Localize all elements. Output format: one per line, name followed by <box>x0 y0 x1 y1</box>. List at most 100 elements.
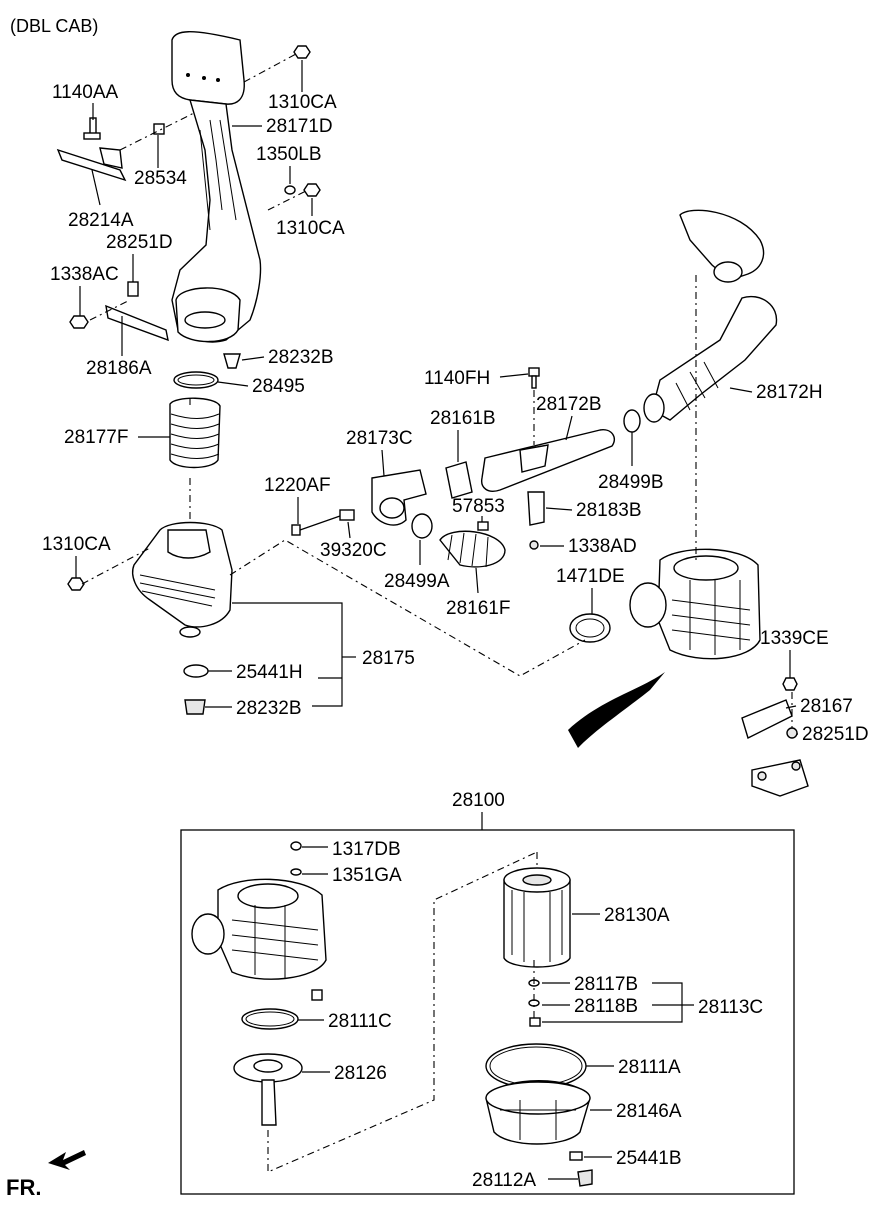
label-28251D-upper: 28251D <box>106 232 173 253</box>
label-28173C: 28173C <box>346 428 413 449</box>
clamp-1471DE <box>569 613 611 643</box>
air-cleaner-assembly <box>629 548 761 660</box>
valve-25441B <box>569 1151 583 1161</box>
label-28172B: 28172B <box>536 394 602 415</box>
label-28161B: 28161B <box>430 408 496 429</box>
label-28130A: 28130A <box>604 905 670 926</box>
label-1338AD: 1338AD <box>568 536 637 557</box>
cap-28112A <box>577 1169 593 1187</box>
precleaner-28175 <box>132 521 233 638</box>
clip-housing <box>311 989 323 1001</box>
label-1310CA-top: 1310CA <box>268 92 337 113</box>
clamp-28499A <box>411 513 433 539</box>
lower-housing-28146A <box>485 1080 591 1145</box>
filter-28130A <box>503 867 571 968</box>
label-1310CA-lower: 1310CA <box>42 534 111 555</box>
label-1351GA: 1351GA <box>332 865 402 886</box>
hose-28161B <box>445 461 473 499</box>
label-28232B-upper: 28232B <box>268 347 334 368</box>
cap-1317DB <box>290 841 302 851</box>
assembly-box <box>180 829 795 1195</box>
hose-28177F <box>169 397 221 469</box>
washer-1351GA <box>290 868 302 876</box>
hose-28172H <box>643 209 778 423</box>
label-28177F: 28177F <box>64 427 128 448</box>
front-direction-label: FR. <box>6 1175 41 1200</box>
dash-line <box>89 299 131 321</box>
label-25441B: 25441B <box>616 1148 682 1169</box>
label-28214A: 28214A <box>68 210 134 231</box>
label-25441H: 25441H <box>236 662 303 683</box>
label-28126: 28126 <box>334 1063 387 1084</box>
dash-line <box>119 111 197 151</box>
nut-28251D-lower <box>786 727 798 739</box>
label-28111A: 28111A <box>618 1057 681 1078</box>
label-28113C: 28113C <box>698 997 763 1018</box>
clamp-28499B <box>623 409 641 433</box>
bolt-1140FH <box>528 367 540 389</box>
label-28161F: 28161F <box>446 598 510 619</box>
grommet-28232B-upper <box>223 353 241 369</box>
label-28117B: 28117B <box>574 974 638 995</box>
gasket-28111C <box>241 1008 299 1030</box>
sensor-39320C <box>339 509 355 521</box>
label-28499B: 28499B <box>598 472 664 493</box>
clamp-25441H <box>183 664 209 678</box>
label-28146A: 28146A <box>616 1101 682 1122</box>
clip-28251D-upper <box>127 281 139 297</box>
dash-line <box>243 53 297 83</box>
label-28186A: 28186A <box>86 358 152 379</box>
nut-1338AD <box>529 540 539 550</box>
label-1310CA-mid: 1310CA <box>276 218 345 239</box>
label-28171D: 28171D <box>266 116 333 137</box>
dash-line <box>81 547 151 585</box>
adapter-28173C <box>371 469 427 526</box>
bolt-1140AA <box>83 117 101 140</box>
label-1471DE: 1471DE <box>556 566 625 587</box>
label-1338AC: 1338AC <box>50 264 119 285</box>
bracket-28214A <box>56 147 127 206</box>
upper-housing <box>191 878 327 980</box>
washer-1350LB <box>284 185 296 195</box>
nut-1338AC <box>69 315 89 329</box>
label-1140FH: 1140FH <box>424 368 490 389</box>
snorkel-duct <box>171 31 262 343</box>
bolt-1339CE <box>782 677 798 691</box>
clamp-28495 <box>173 371 219 389</box>
label-28112A: 28112A <box>472 1170 536 1191</box>
label-28118B: 28118B <box>574 996 638 1017</box>
label-28172H: 28172H <box>756 382 823 403</box>
hose-28161F <box>439 530 506 568</box>
label-28499A: 28499A <box>384 571 450 592</box>
nut-1310CA-top <box>293 45 311 59</box>
label-28495: 28495 <box>252 376 305 397</box>
nut-1310CA-lower <box>67 577 85 591</box>
dash-line <box>267 851 538 1173</box>
label-28167: 28167 <box>800 696 853 717</box>
grommet-28232B-lower <box>184 699 206 715</box>
label-28111C: 28111C <box>328 1011 392 1032</box>
duct-28172B <box>481 429 616 492</box>
variant-label: (DBL CAB) <box>10 16 98 36</box>
label-28175: 28175 <box>362 648 415 669</box>
label-28251D-lower: 28251D <box>802 724 869 745</box>
bolt-28113C <box>529 1017 541 1027</box>
clip-57853 <box>477 521 489 531</box>
label-28183B: 28183B <box>576 500 642 521</box>
label-1350LB: 1350LB <box>256 144 322 165</box>
mount-arrow <box>568 672 665 748</box>
label-28232B-lower: 28232B <box>236 698 302 719</box>
label-1317DB: 1317DB <box>332 839 401 860</box>
assembly-number: 28100 <box>452 790 505 811</box>
clip-28534 <box>153 123 165 135</box>
label-1339CE: 1339CE <box>760 628 829 649</box>
plate-28126 <box>233 1053 303 1126</box>
bracket-28167 <box>741 699 809 797</box>
label-57853: 57853 <box>452 496 505 517</box>
label-28534: 28534 <box>134 168 187 189</box>
bracket-28183B <box>527 491 545 526</box>
front-arrow-icon <box>48 1150 86 1170</box>
bracket-28186A <box>105 304 169 342</box>
label-39320C: 39320C <box>320 540 387 561</box>
